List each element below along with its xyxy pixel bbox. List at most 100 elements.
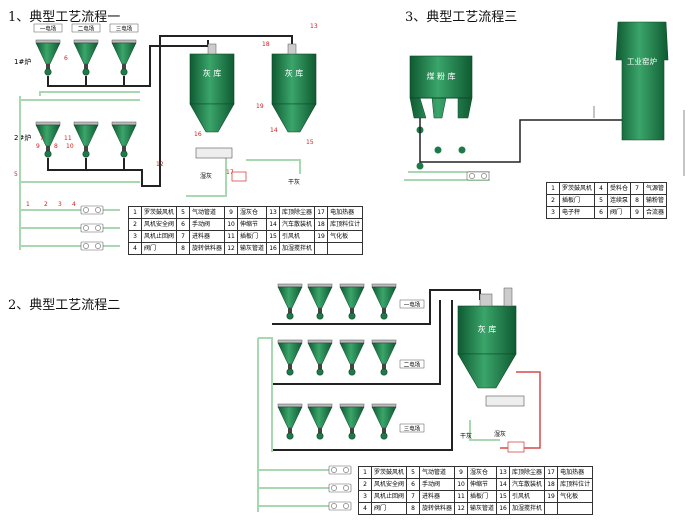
ash-silo-1: 灰 库 bbox=[189, 43, 235, 133]
legend-cell: 2 bbox=[128, 218, 142, 231]
dry-ash-label-flow1: 干灰 bbox=[288, 178, 300, 186]
ash-silo-2-label: 灰 库 bbox=[285, 68, 304, 78]
legend-cell bbox=[544, 502, 559, 515]
legend-cell: 气化板 bbox=[327, 230, 364, 243]
callout-10: 10 bbox=[66, 143, 74, 150]
title-flow2: 2、典型工艺流程二 bbox=[8, 298, 121, 313]
legend-cell: 11 bbox=[454, 490, 469, 503]
legend-cell: 13 bbox=[496, 466, 511, 479]
hoppers-flow2 bbox=[277, 283, 397, 440]
ash-pipes-flow1 bbox=[47, 35, 293, 187]
legend-cell: 17 bbox=[314, 206, 329, 219]
legend-cell: 汽车散装机 bbox=[509, 478, 546, 491]
legend-cell: 18 bbox=[544, 478, 559, 491]
kiln-label: 工业窑炉 bbox=[627, 56, 657, 66]
legend-cell: 风机安全阀 bbox=[370, 478, 408, 491]
legend-cell: 9 bbox=[224, 206, 239, 219]
legend-cell: 插板门 bbox=[467, 490, 498, 503]
legend-cell: 15 bbox=[266, 230, 281, 243]
legend-cell bbox=[314, 242, 329, 255]
legend-cell: 16 bbox=[266, 242, 281, 255]
legend-cell: 伸缩节 bbox=[237, 218, 268, 231]
callout-12: 12 bbox=[156, 161, 164, 168]
legend-cell: 8 bbox=[176, 242, 191, 255]
legend-cell: 库顶除尘器 bbox=[509, 466, 546, 479]
legend-cell: 3 bbox=[128, 230, 142, 243]
callout-16: 16 bbox=[194, 131, 202, 138]
legend-cell: 气动管道 bbox=[419, 466, 456, 479]
legend-cell: 引风机 bbox=[509, 490, 546, 503]
legend-cell: 连续泵 bbox=[607, 194, 632, 207]
legend-cell: 湿灰仓 bbox=[237, 206, 268, 219]
legend-cell: 电子秤 bbox=[558, 206, 596, 219]
legend-cell: 合流器 bbox=[643, 206, 668, 219]
legend-cell: 库顶料位计 bbox=[557, 478, 594, 491]
callout-15: 15 bbox=[306, 139, 314, 146]
callout-6: 6 bbox=[64, 55, 68, 62]
legend-cell: 8 bbox=[406, 502, 421, 515]
field1-label-flow2: 一电场 bbox=[404, 301, 421, 309]
wet-ash-label-flow2: 湿灰 bbox=[494, 430, 506, 438]
callout-1: 1 bbox=[26, 201, 30, 208]
dry-ash-label-flow2: 干灰 bbox=[460, 432, 472, 440]
legend-cell: 罗茨鼓风机 bbox=[370, 466, 408, 479]
legend-cell: 输粉管 bbox=[643, 194, 668, 207]
legend-cell: 风机止回阀 bbox=[140, 230, 178, 243]
callout-9: 9 bbox=[36, 143, 40, 150]
legend-cell: 罗茨鼓风机 bbox=[558, 182, 596, 195]
legend-cell: 进料器 bbox=[189, 230, 226, 243]
legend-cell: 加湿搅拌机 bbox=[509, 502, 546, 515]
legend-cell: 9 bbox=[630, 206, 645, 219]
legend-cell: 手动阀 bbox=[419, 478, 456, 491]
legend-cell: 10 bbox=[454, 478, 469, 491]
air-pipes-flow1 bbox=[19, 91, 301, 250]
legend-cell: 6 bbox=[176, 218, 191, 231]
legend-cell: 4 bbox=[594, 182, 609, 195]
hoppers-row2 bbox=[35, 121, 137, 158]
callout-2: 2 bbox=[44, 201, 48, 208]
furnace2-label: 2#炉 bbox=[14, 133, 31, 142]
ash-pipes-flow2 bbox=[272, 289, 481, 451]
legend-cell: 气动管道 bbox=[189, 206, 226, 219]
legend-cell: 湿灰仓 bbox=[467, 466, 498, 479]
legend-cell: 11 bbox=[224, 230, 239, 243]
legend-cell bbox=[327, 242, 364, 255]
field3-label-flow2: 三电场 bbox=[404, 425, 421, 433]
legend-cell: 风机安全阀 bbox=[140, 218, 178, 231]
legend-cell: 18 bbox=[314, 218, 329, 231]
legend-cell: 1 bbox=[128, 206, 142, 219]
blowers-flow2 bbox=[328, 465, 352, 511]
feed-pumps-flow3 bbox=[416, 126, 466, 170]
legend-cell: 汽车散装机 bbox=[279, 218, 316, 231]
legend-cell: 旋转供料器 bbox=[189, 242, 226, 255]
legend-cell: 9 bbox=[454, 466, 469, 479]
callout-3: 3 bbox=[58, 201, 62, 208]
legend-cell: 插板门 bbox=[558, 194, 596, 207]
legend-cell bbox=[557, 502, 594, 515]
legend-cell: 手动阀 bbox=[189, 218, 226, 231]
legend-cell: 气化板 bbox=[557, 490, 594, 503]
legend-cell: 电加热器 bbox=[327, 206, 364, 219]
legend-cell: 7 bbox=[406, 490, 421, 503]
field2-label: 二电场 bbox=[78, 25, 95, 33]
field3-label: 三电场 bbox=[116, 25, 133, 33]
legend-cell: 17 bbox=[544, 466, 559, 479]
legend-cell: 进料器 bbox=[419, 490, 456, 503]
callout-18: 18 bbox=[262, 41, 270, 48]
heater-flow2 bbox=[507, 441, 525, 453]
legend-cell: 4 bbox=[358, 502, 372, 515]
coal-silo: 煤 粉 库 bbox=[409, 55, 473, 119]
legend-cell: 12 bbox=[454, 502, 469, 515]
coal-silo-label: 煤 粉 库 bbox=[426, 71, 455, 81]
title-flow1: 1、典型工艺流程一 bbox=[8, 10, 121, 25]
legend-cell: 5 bbox=[594, 194, 609, 207]
callout-13: 13 bbox=[310, 23, 318, 30]
